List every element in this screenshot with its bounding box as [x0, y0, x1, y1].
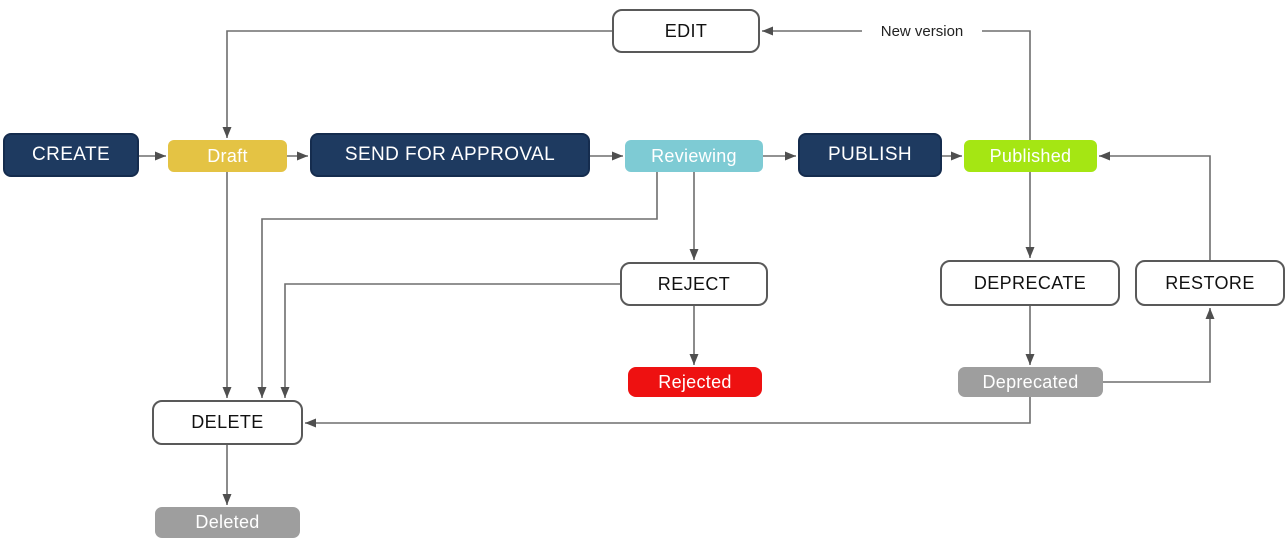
node-state-reviewing: Reviewing: [625, 140, 763, 172]
node-reject: REJECT: [620, 262, 768, 306]
edge-published-to-edit-new-version: [762, 26, 1031, 140]
node-state-deprecated: Deprecated: [958, 367, 1103, 397]
node-state-rejected: Rejected: [628, 367, 762, 397]
node-publish: PUBLISH: [798, 133, 942, 177]
node-state-draft: Draft: [168, 140, 287, 172]
node-send-for-approval: SEND FOR APPROVAL: [310, 133, 590, 177]
edge-edit-to-draft: [222, 30, 612, 138]
edge-restore-to-published: [1099, 151, 1211, 260]
edge-deprecated-to-delete: [305, 397, 1031, 428]
node-restore: RESTORE: [1135, 260, 1285, 306]
node-edit: EDIT: [612, 9, 760, 53]
node-delete: DELETE: [152, 400, 303, 445]
node-create: CREATE: [3, 133, 139, 177]
node-deprecate: DEPRECATE: [940, 260, 1120, 306]
edge-reject-to-delete: [280, 283, 620, 398]
edge-reviewing-to-delete: [257, 172, 658, 398]
node-state-published: Published: [964, 140, 1097, 172]
edge-label-new-version: New version: [862, 20, 982, 42]
edge-deprecated-to-restore: [1103, 308, 1215, 383]
node-state-deleted: Deleted: [155, 507, 300, 538]
